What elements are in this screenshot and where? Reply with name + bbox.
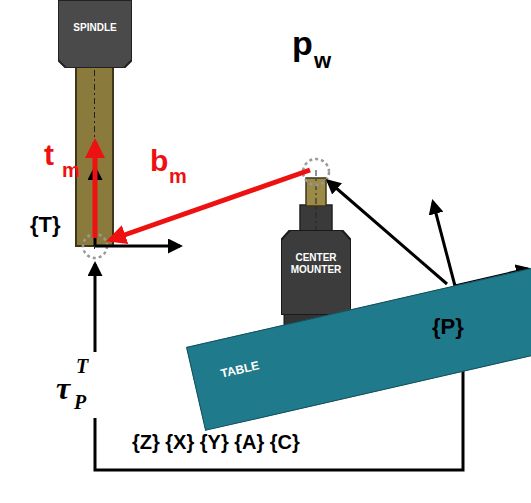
frame-label: {T} <box>30 214 61 236</box>
node-outline <box>58 0 132 68</box>
spindle-box: SPINDLE <box>58 0 132 68</box>
node-label: SPINDLE <box>62 22 128 34</box>
superscript: T <box>76 356 88 376</box>
vector-symbol: p <box>292 26 313 60</box>
transform-symbol: τ <box>56 372 70 404</box>
offset-vector <box>110 170 310 240</box>
node-label: CENTER MOUNTER <box>286 252 346 275</box>
frame-axis <box>95 245 180 248</box>
frame-label: {P} <box>432 316 464 338</box>
node-shape <box>58 0 132 68</box>
subscript: m <box>169 166 187 186</box>
node-shape <box>186 258 531 431</box>
subscript: m <box>62 160 80 180</box>
axis-chain-label: {Z} {X} {Y} {A} {C} <box>132 432 300 452</box>
subscript: P <box>74 392 86 412</box>
tool-vector <box>93 142 98 238</box>
table-band: TABLE <box>186 258 531 431</box>
transform-arrow <box>94 264 97 352</box>
subscript: w <box>314 50 331 72</box>
center-mounter-body: CENTER MOUNTER <box>281 230 351 315</box>
frame-axis <box>433 202 455 286</box>
vector-symbol: b <box>150 146 168 176</box>
node-shape <box>281 230 351 315</box>
vector-symbol: t <box>44 140 54 170</box>
node-outline <box>186 258 531 431</box>
